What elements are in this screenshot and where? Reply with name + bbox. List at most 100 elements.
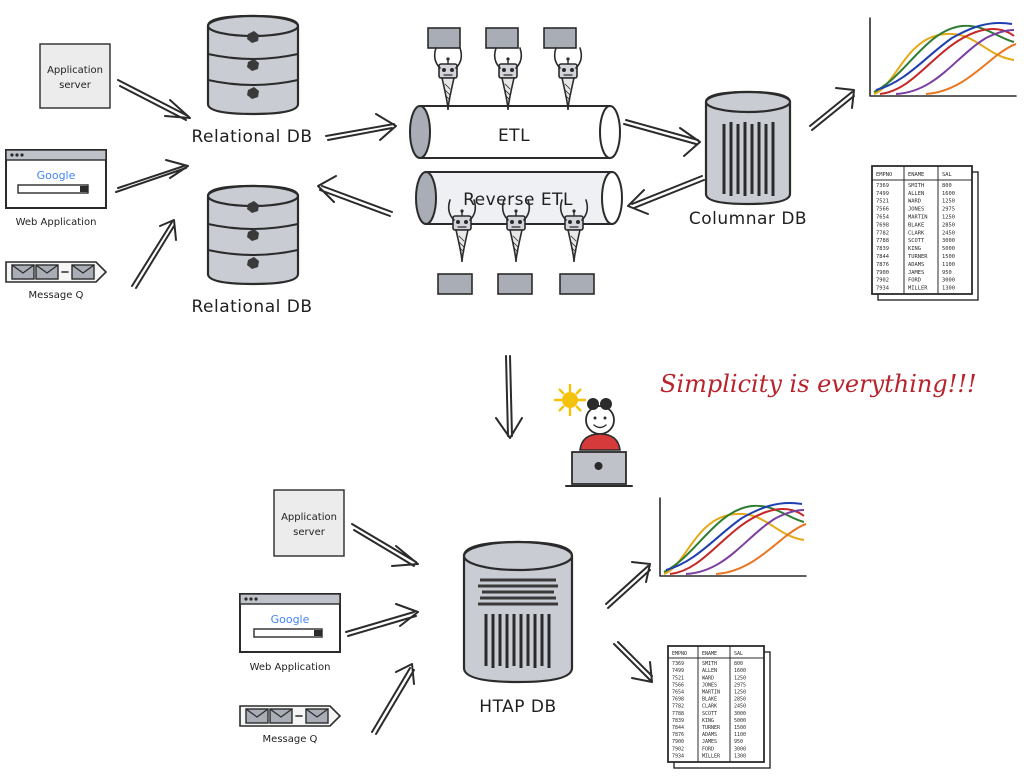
table-cell: 1100 xyxy=(734,732,746,738)
table-cell: 2975 xyxy=(734,682,746,688)
database-icon xyxy=(206,14,300,116)
relational-db-bottom-label: Relational DB xyxy=(191,297,312,317)
table-cell: ALLEN xyxy=(702,668,717,674)
table-cell: 3000 xyxy=(942,238,955,244)
table-header-cell: ENAME xyxy=(908,172,924,178)
table-cell: 7788 xyxy=(672,711,684,717)
table-cell: KING xyxy=(702,718,714,724)
arrow-htap-to-table xyxy=(613,641,653,683)
google-logo: Google xyxy=(37,169,76,182)
table-cell: 2450 xyxy=(942,230,955,236)
line-chart-icon xyxy=(659,497,807,577)
table-cell: 7654 xyxy=(876,215,889,221)
table-cell: MILLER xyxy=(908,286,928,292)
table-cell: 1250 xyxy=(942,199,955,205)
line-chart-bottom xyxy=(659,497,807,577)
table-cell: 1100 xyxy=(942,262,955,268)
table-cell: 1300 xyxy=(942,286,955,292)
google-logo: Google xyxy=(271,613,310,626)
table-cell: 950 xyxy=(734,739,743,745)
database-icon xyxy=(206,184,300,286)
line-chart-icon xyxy=(869,17,1017,97)
table-cell: BLAKE xyxy=(702,697,717,703)
table-cell: 1500 xyxy=(734,725,746,731)
robot-worker-icon xyxy=(553,47,583,111)
table-cell: 7900 xyxy=(876,270,889,276)
table-cell: SMITH xyxy=(908,183,924,189)
table-cell: 1250 xyxy=(942,215,955,221)
table-cell: 7654 xyxy=(672,690,684,696)
table-cell: 7369 xyxy=(876,183,889,189)
relational-db-bottom: Relational DB xyxy=(191,184,312,317)
message-q-label-bottom: Message Q xyxy=(263,734,318,745)
table-cell: BLAKE xyxy=(908,222,924,228)
table-cell: 1500 xyxy=(942,254,955,260)
table-cell: 2850 xyxy=(734,697,746,703)
table-cell: ADAMS xyxy=(702,732,717,738)
arrow-htap-to-chart xyxy=(605,561,651,609)
table-cell: ADAMS xyxy=(908,262,924,268)
arrow-reverse-etl-to-relational xyxy=(317,175,393,217)
relational-db-top-label: Relational DB xyxy=(191,127,312,147)
table-cell: TURNER xyxy=(908,254,928,260)
slogan-text: Simplicity is everything!!! xyxy=(660,370,977,398)
laptop-user-icon xyxy=(565,398,633,487)
table-cell: 7521 xyxy=(672,675,684,681)
table-cell: MARTIN xyxy=(908,215,927,221)
table-cell: JONES xyxy=(702,682,717,688)
table-cell: 7934 xyxy=(672,753,684,759)
table-cell: 7782 xyxy=(876,230,889,236)
table-cell: JAMES xyxy=(702,739,717,745)
table-cell: 2850 xyxy=(942,222,955,228)
application-server-bottom-label-1: Application xyxy=(281,512,337,523)
table-cell: 1600 xyxy=(942,191,955,197)
message-q-label-top: Message Q xyxy=(29,290,84,301)
message-queue-bottom: Message Q xyxy=(239,705,342,745)
table-cell: 7782 xyxy=(672,704,684,710)
table-cell: WARD xyxy=(702,675,714,681)
table-cell: WARD xyxy=(908,199,921,205)
arrow-etl-to-columnar xyxy=(623,119,701,157)
arrow-columnar-to-chart xyxy=(809,87,855,131)
application-server-box: Application server xyxy=(39,43,111,109)
table-cell: 1250 xyxy=(734,690,746,696)
table-cell: 1250 xyxy=(734,675,746,681)
table-cell: 5000 xyxy=(942,246,955,252)
table-cell: 950 xyxy=(942,270,952,276)
table-cell: FORD xyxy=(702,746,714,752)
web-application-label-bottom: Web Application xyxy=(250,662,331,673)
table-cell: 1300 xyxy=(734,753,746,759)
table-cell: 7876 xyxy=(672,732,684,738)
application-server-label-1: Application xyxy=(47,65,103,76)
table-cell: JONES xyxy=(908,207,924,213)
table-cell: MILLER xyxy=(702,753,721,759)
table-cell: 7499 xyxy=(672,668,684,674)
table-cell: 3000 xyxy=(734,746,746,752)
table-cell: 7788 xyxy=(876,238,889,244)
table-cell: SCOTT xyxy=(908,238,925,244)
table-cell: SCOTT xyxy=(702,711,717,717)
table-cell: 7839 xyxy=(672,718,684,724)
table-cell: 7521 xyxy=(876,199,889,205)
line-chart-top xyxy=(869,17,1017,97)
application-server-bottom-label-2: server xyxy=(293,527,326,538)
table-cell: 7698 xyxy=(876,222,889,228)
table-header-cell: ENAME xyxy=(702,651,717,657)
table-header-cell: EMPNO xyxy=(876,172,892,178)
table-cell: CLARK xyxy=(908,230,925,236)
robot-worker-icon xyxy=(493,47,523,111)
table-cell: CLARK xyxy=(702,704,717,710)
table-cell: 7876 xyxy=(876,262,889,268)
web-application-label-top: Web Application xyxy=(16,217,97,228)
etl-label: ETL xyxy=(498,126,530,146)
table-cell: 7839 xyxy=(876,246,889,252)
application-server-label-2: server xyxy=(59,80,92,91)
application-server-box-bottom: Application server xyxy=(273,489,345,557)
table-header-cell: EMPNO xyxy=(672,651,687,657)
table-cell: KING xyxy=(908,246,921,252)
table-cell: 7844 xyxy=(672,725,684,731)
table-cell: 3000 xyxy=(942,278,955,284)
table-cell: 1600 xyxy=(734,668,746,674)
